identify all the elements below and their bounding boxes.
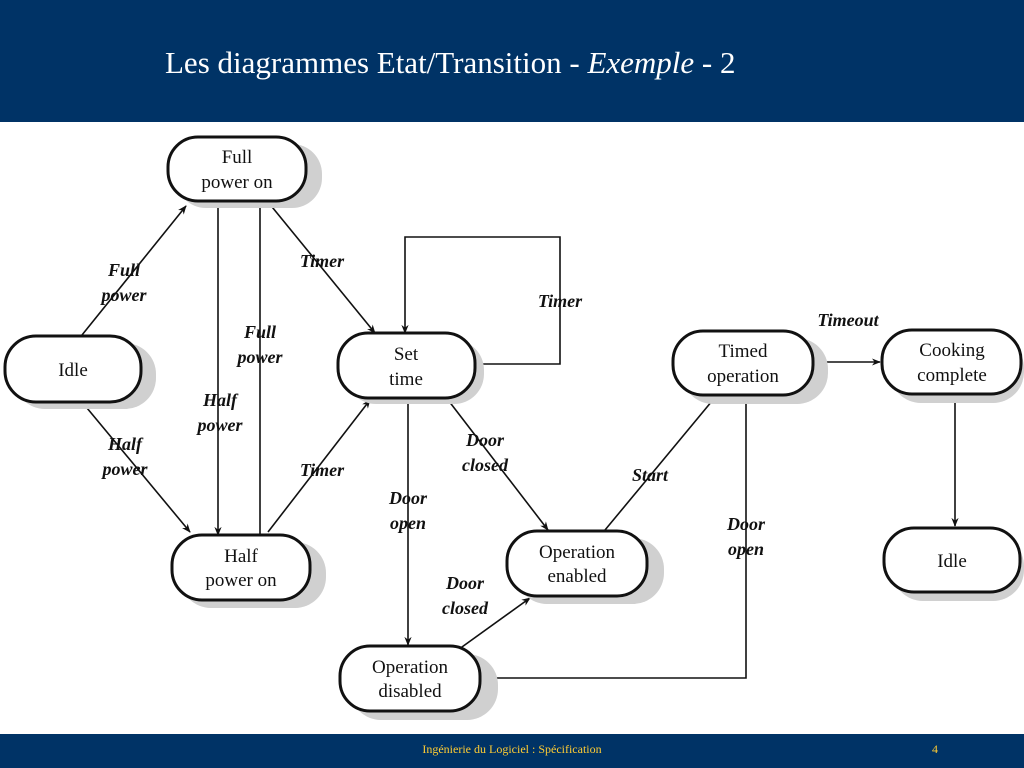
label-half-timer: Timer <box>300 460 345 480</box>
edge-half-to-settime <box>267 399 371 533</box>
svg-text:Door: Door <box>388 488 428 508</box>
label-enabled-to-timed: Start <box>632 465 669 485</box>
svg-text:operation: operation <box>707 366 779 387</box>
label-idle-to-full: Full power <box>100 260 148 305</box>
svg-text:Full: Full <box>222 147 253 168</box>
state-cooking-complete: Cooking complete <box>880 328 1024 403</box>
svg-text:open: open <box>390 513 426 533</box>
edge-disabled-to-enabled <box>454 597 531 653</box>
state-operation-enabled: Operation enabled <box>505 529 664 604</box>
svg-text:power on: power on <box>205 570 277 591</box>
svg-text:Door: Door <box>465 430 505 450</box>
state-timed-operation: Timed operation <box>671 329 828 404</box>
svg-text:Timeout: Timeout <box>817 310 879 330</box>
edge-full-to-settime <box>267 201 376 334</box>
svg-text:power: power <box>100 285 148 305</box>
svg-text:Half: Half <box>202 390 239 410</box>
state-full-power-on: Full power on <box>166 135 322 208</box>
svg-text:closed: closed <box>442 598 489 618</box>
edge-settime-to-enabled <box>444 395 549 531</box>
svg-text:Operation: Operation <box>539 542 615 563</box>
footer-bar: Ingénierie du Logiciel : Spécification 4 <box>0 734 1024 768</box>
svg-text:Full: Full <box>107 260 140 280</box>
label-timed-to-disabled: Door open <box>726 514 766 559</box>
svg-text:Operation: Operation <box>372 657 448 678</box>
svg-text:Idle: Idle <box>58 360 88 381</box>
svg-text:Start: Start <box>632 465 669 485</box>
state-set-time: Set time <box>336 331 484 404</box>
svg-text:open: open <box>728 539 764 559</box>
svg-text:power: power <box>101 459 149 479</box>
label-settime-loop: Timer <box>538 291 583 311</box>
svg-text:enabled: enabled <box>547 566 607 587</box>
svg-text:Timed: Timed <box>719 341 768 362</box>
svg-text:Cooking: Cooking <box>919 340 985 361</box>
svg-text:Half: Half <box>224 546 258 567</box>
label-set-to-enabled: Door closed <box>462 430 509 475</box>
svg-text:power: power <box>196 415 244 435</box>
footer-course-title: Ingénierie du Logiciel : Spécification <box>422 742 602 756</box>
label-full-timer: Timer <box>300 251 345 271</box>
state-idle-left: Idle <box>3 334 156 409</box>
page-number: 4 <box>932 742 938 756</box>
svg-text:closed: closed <box>462 455 509 475</box>
svg-text:Door: Door <box>445 573 485 593</box>
svg-text:disabled: disabled <box>378 681 442 702</box>
svg-text:time: time <box>389 369 423 390</box>
svg-text:power: power <box>236 347 284 367</box>
svg-text:complete: complete <box>917 365 987 386</box>
label-full-to-half: Half power <box>196 390 244 435</box>
svg-text:Timer: Timer <box>300 251 345 271</box>
state-idle-right: Idle <box>882 526 1024 601</box>
svg-text:power on: power on <box>201 172 273 193</box>
label-disabled-to-enabled: Door closed <box>442 573 489 618</box>
edge-idle-to-half <box>81 401 191 533</box>
svg-text:Door: Door <box>726 514 766 534</box>
svg-text:Full: Full <box>243 322 276 342</box>
label-timed-to-complete: Timeout <box>817 310 879 330</box>
edge-timed-to-disabled <box>481 394 747 682</box>
label-idle-to-half: Half power <box>101 434 149 479</box>
header-bar: Les diagrammes Etat/Transition - Exemple… <box>0 0 1024 122</box>
svg-text:Timer: Timer <box>538 291 583 311</box>
edge-settime-loop <box>401 236 561 365</box>
state-operation-disabled: Operation disabled <box>338 644 498 720</box>
label-set-to-disabled: Door open <box>388 488 428 533</box>
slide-title: Les diagrammes Etat/Transition - Exemple… <box>165 45 736 80</box>
state-half-power-on: Half power on <box>170 533 326 608</box>
svg-text:Timer: Timer <box>300 460 345 480</box>
edge-idle-to-full <box>81 205 187 336</box>
edge-enabled-to-timed <box>604 394 718 531</box>
state-transition-diagram: Full power on Idle Set time Half power o… <box>3 135 1024 720</box>
label-half-to-full: Full power <box>236 322 284 367</box>
svg-text:Idle: Idle <box>937 551 967 572</box>
svg-text:Set: Set <box>394 344 419 365</box>
svg-text:Half: Half <box>107 434 144 454</box>
